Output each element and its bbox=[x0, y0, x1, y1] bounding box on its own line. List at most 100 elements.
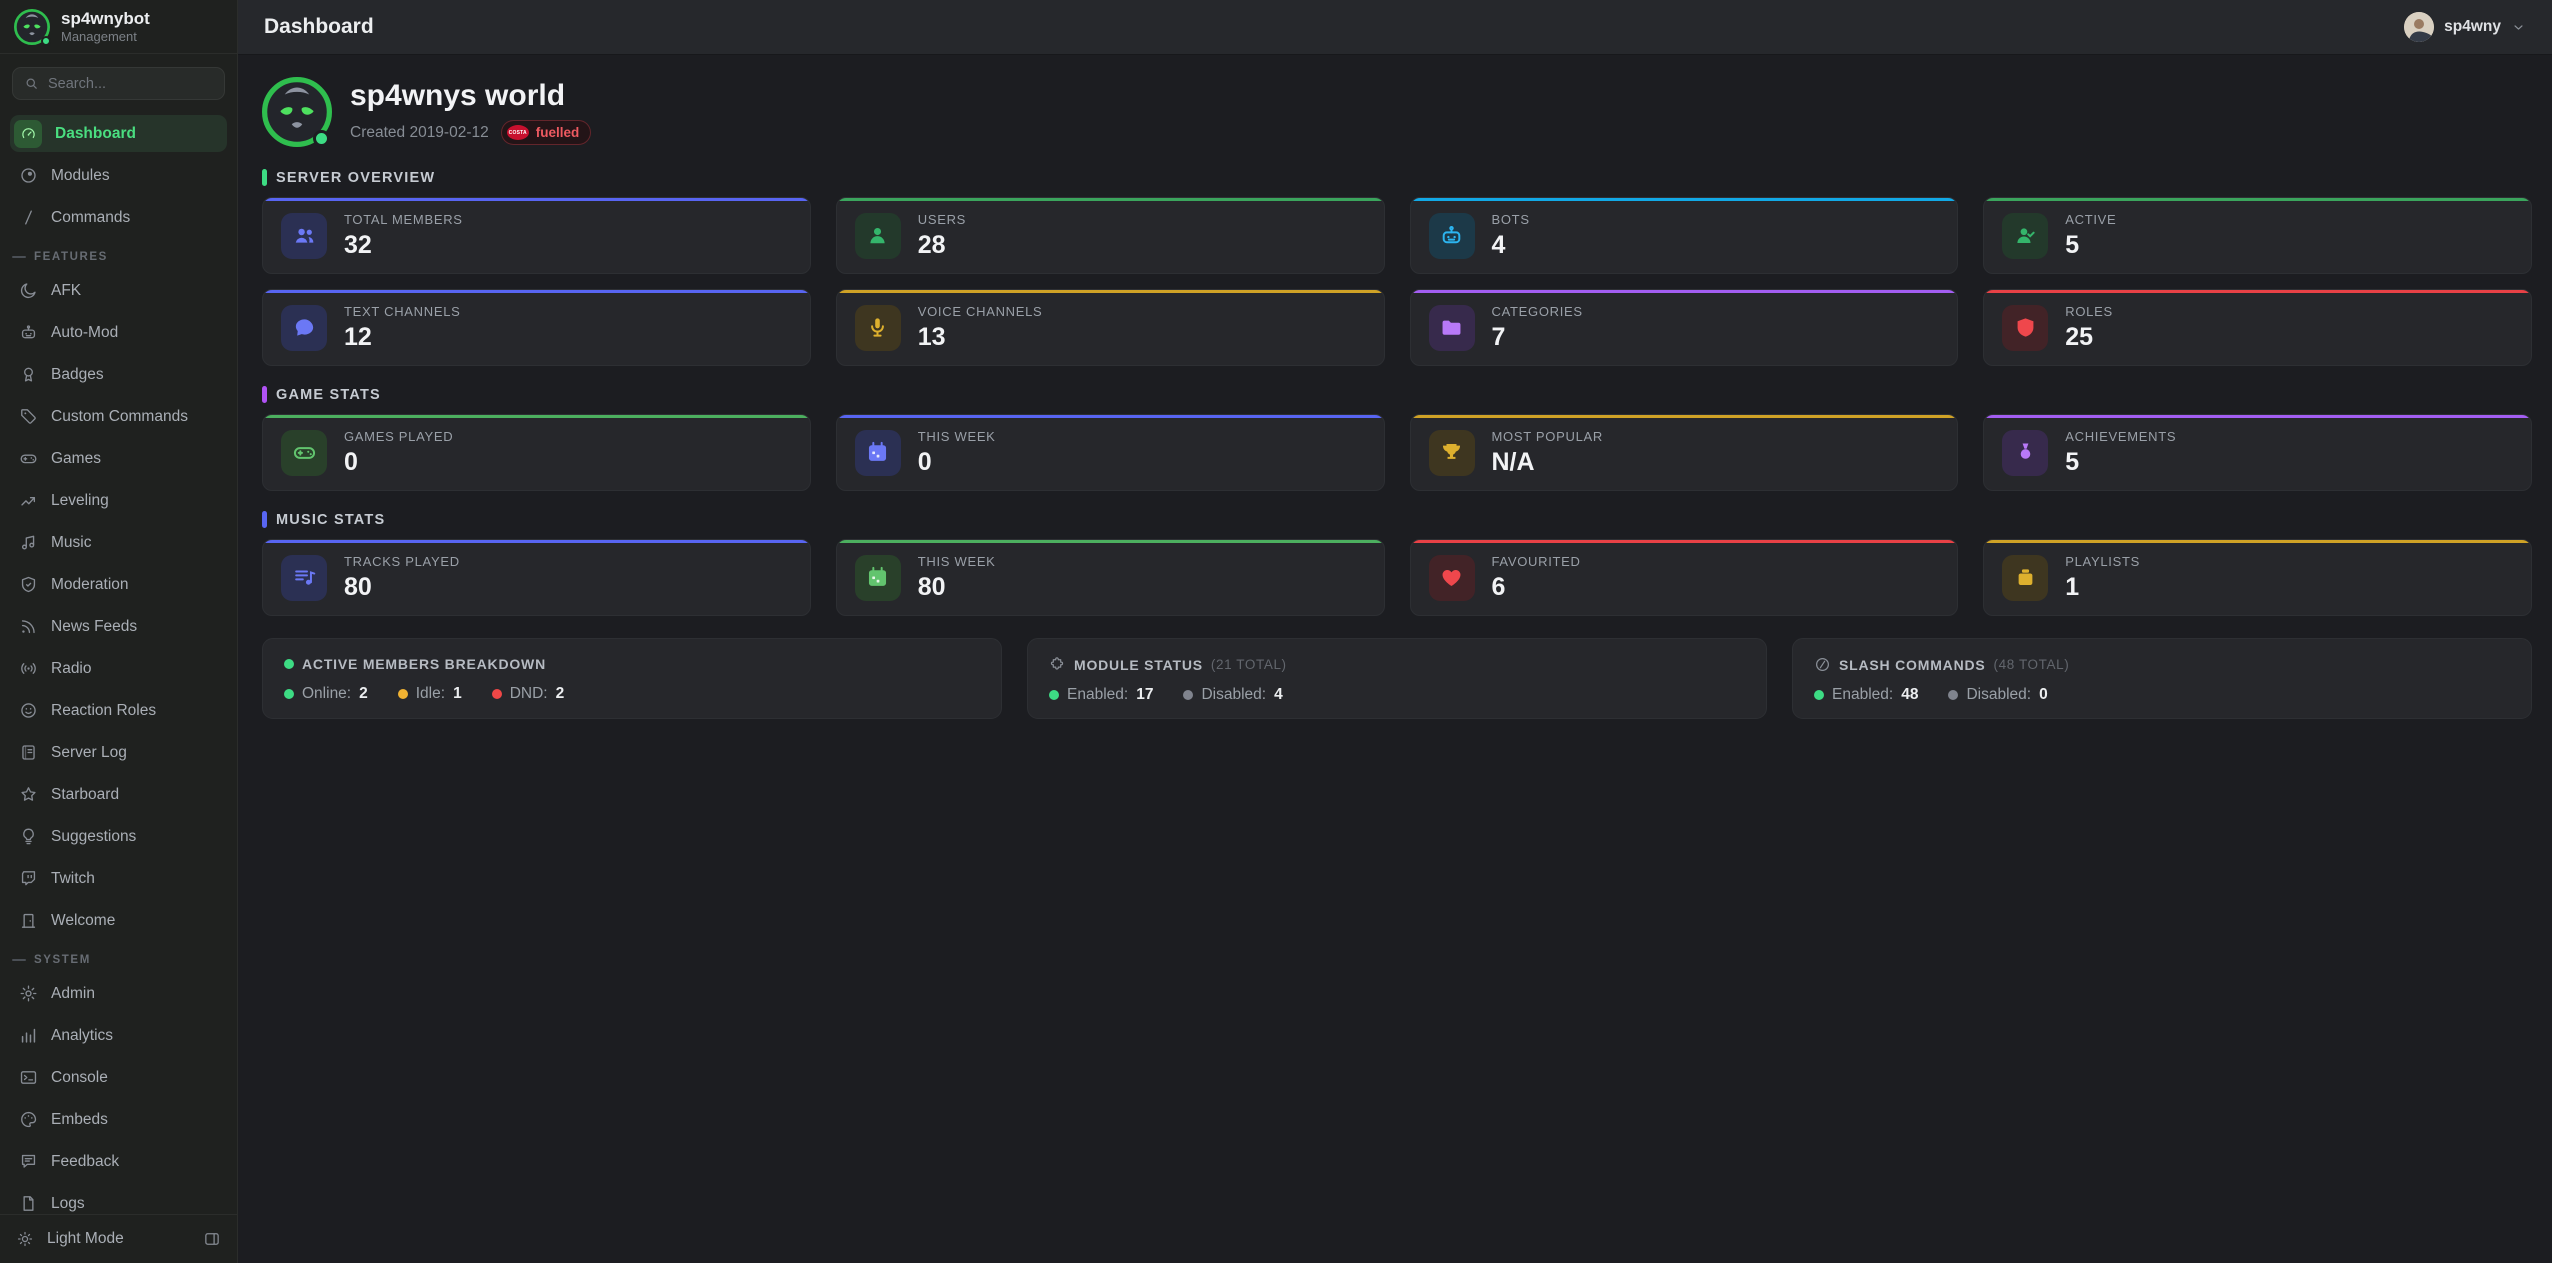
username: sp4wny bbox=[2444, 18, 2501, 35]
sidebar-item-modules[interactable]: Modules bbox=[10, 157, 227, 194]
sidebar-item-moderation[interactable]: Moderation bbox=[10, 566, 227, 603]
trophy-icon bbox=[1428, 429, 1475, 476]
bot-avatar bbox=[14, 8, 51, 46]
slash-circle-icon bbox=[1814, 656, 1831, 673]
sidebar-item-label: AFK bbox=[51, 281, 82, 299]
idle-dot-icon bbox=[397, 689, 408, 699]
sidebar-item-label: News Feeds bbox=[51, 617, 138, 635]
sidebar-item-reaction-roles[interactable]: Reaction Roles bbox=[10, 692, 227, 729]
server-name: sp4wnys world bbox=[350, 79, 566, 112]
sidebar-item-radio[interactable]: Radio bbox=[10, 650, 227, 687]
playlist-icon bbox=[281, 554, 327, 601]
sidebar-item-commands[interactable]: Commands bbox=[10, 199, 227, 236]
gear-icon bbox=[19, 984, 38, 1003]
stat-value: 6 bbox=[1491, 572, 1506, 601]
sidebar-item-label: Modules bbox=[51, 166, 110, 184]
collapse-sidebar-icon[interactable] bbox=[203, 1230, 221, 1248]
dash-icon bbox=[12, 256, 26, 258]
sidebar-item-label: Suggestions bbox=[51, 827, 137, 845]
music-note-icon bbox=[19, 533, 38, 552]
stat-label: PLAYLISTS bbox=[2065, 553, 2140, 569]
microphone-icon bbox=[854, 304, 901, 351]
stat-label: Idle: bbox=[415, 685, 446, 702]
stat-value: 5 bbox=[2065, 447, 2080, 476]
search-box[interactable] bbox=[12, 67, 225, 100]
enabled-dot-icon bbox=[1049, 690, 1059, 700]
badge-label: fuelled bbox=[535, 125, 580, 140]
summary-title: ACTIVE MEMBERS BREAKDOWN bbox=[302, 656, 546, 672]
calendar-icon bbox=[854, 429, 901, 476]
sidebar-item-news-feeds[interactable]: News Feeds bbox=[10, 608, 227, 645]
sidebar-item-badges[interactable]: Badges bbox=[10, 356, 227, 393]
sidebar-item-label: Reaction Roles bbox=[51, 701, 157, 719]
stat-label: Online: bbox=[302, 685, 352, 702]
green-dot-icon bbox=[284, 659, 294, 669]
stat-value: 80 bbox=[917, 572, 946, 601]
sidebar-item-leveling[interactable]: Leveling bbox=[10, 482, 227, 519]
gauge-icon bbox=[14, 119, 42, 148]
summary-title: MODULE STATUS bbox=[1074, 656, 1203, 673]
sidebar-item-analytics[interactable]: Analytics bbox=[10, 1017, 227, 1054]
sidebar-item-auto-mod[interactable]: Auto-Mod bbox=[10, 314, 227, 351]
sidebar-item-label: Moderation bbox=[51, 575, 129, 593]
summary-total: (21 TOTAL) bbox=[1210, 657, 1287, 672]
sidebar-item-console[interactable]: Console bbox=[10, 1059, 227, 1096]
sidebar-item-twitch[interactable]: Twitch bbox=[10, 860, 227, 897]
section-title: GAME STATS bbox=[276, 386, 381, 403]
moon-icon bbox=[19, 281, 38, 300]
box-icon bbox=[2002, 554, 2049, 601]
online-status-dot bbox=[41, 35, 51, 46]
smiley-icon bbox=[19, 701, 38, 720]
stat-value: 17 bbox=[1136, 686, 1154, 703]
heart-icon bbox=[1428, 554, 1475, 601]
sidebar-item-welcome[interactable]: Welcome bbox=[10, 902, 227, 939]
disabled-stat: Disabled:0 bbox=[1948, 686, 2048, 704]
sidebar-item-label: Commands bbox=[51, 208, 131, 226]
sidebar-item-dashboard[interactable]: Dashboard bbox=[10, 115, 227, 152]
stat-value: 28 bbox=[917, 230, 946, 259]
sidebar-item-feedback[interactable]: Feedback bbox=[10, 1143, 227, 1180]
sidebar-item-logs[interactable]: Logs bbox=[10, 1185, 227, 1214]
sidebar-item-games[interactable]: Games bbox=[10, 440, 227, 477]
comment-icon bbox=[19, 1152, 38, 1171]
medal-icon bbox=[2002, 429, 2049, 476]
server-avatar bbox=[262, 77, 332, 147]
stat-label: DND: bbox=[509, 685, 548, 702]
section-accent-bar bbox=[262, 169, 267, 186]
sidebar-item-afk[interactable]: AFK bbox=[10, 272, 227, 309]
sidebar-item-label: Auto-Mod bbox=[51, 323, 119, 341]
robot-icon bbox=[1428, 212, 1475, 259]
user-check-icon bbox=[2002, 212, 2049, 259]
sidebar-item-suggestions[interactable]: Suggestions bbox=[10, 818, 227, 855]
sidebar-item-starboard[interactable]: Starboard bbox=[10, 776, 227, 813]
stat-value: N/A bbox=[1491, 447, 1535, 476]
summary-row: ACTIVE MEMBERS BREAKDOWN Online:2 Idle:1… bbox=[262, 638, 2532, 719]
puzzle-icon bbox=[1049, 656, 1066, 673]
stat-label: GAMES PLAYED bbox=[344, 428, 454, 444]
stat-label: Disabled: bbox=[1201, 686, 1267, 703]
light-mode-toggle[interactable]: Light Mode bbox=[0, 1214, 237, 1263]
sidebar-section-system: SYSTEM bbox=[12, 954, 225, 966]
sidebar-item-embeds[interactable]: Embeds bbox=[10, 1101, 227, 1138]
user-menu[interactable]: sp4wny bbox=[2404, 12, 2526, 42]
sidebar-item-server-log[interactable]: Server Log bbox=[10, 734, 227, 771]
robot-icon bbox=[19, 323, 38, 342]
page-title: Dashboard bbox=[264, 15, 374, 38]
sidebar-section-features: FEATURES bbox=[12, 251, 225, 263]
sidebar-item-custom-commands[interactable]: Custom Commands bbox=[10, 398, 227, 435]
costa-logo-icon: COSTA bbox=[506, 125, 529, 140]
sidebar-item-admin[interactable]: Admin bbox=[10, 975, 227, 1012]
stat-label: ACHIEVEMENTS bbox=[2065, 428, 2177, 444]
summary-total: (48 TOTAL) bbox=[1993, 657, 2070, 672]
stat-label: Enabled: bbox=[1067, 686, 1129, 703]
search-input[interactable] bbox=[48, 75, 213, 92]
sidebar-item-music[interactable]: Music bbox=[10, 524, 227, 561]
